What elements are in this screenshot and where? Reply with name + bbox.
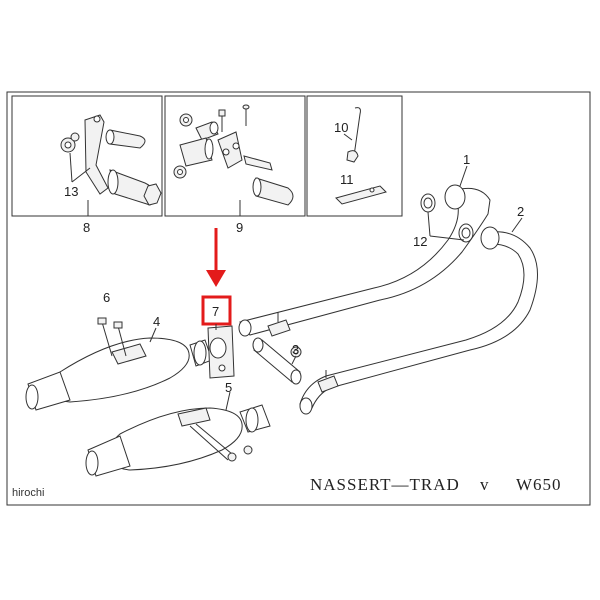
callout-7: 7 — [212, 304, 219, 319]
inset-9 — [164, 95, 306, 217]
inset-10-11 — [306, 95, 403, 217]
watermark: hirochi — [12, 487, 44, 499]
leader-lines — [149, 165, 523, 411]
callout-3: 3 — [292, 342, 299, 357]
muffler-5 — [85, 404, 271, 477]
diagram-frame — [6, 91, 591, 506]
callout-8: 8 — [83, 220, 90, 235]
exhaust-pipe-1 — [238, 184, 491, 337]
inset-8 — [11, 95, 163, 217]
callout-13: 13 — [64, 184, 78, 199]
diagram-title-code: W650 — [516, 475, 562, 494]
callout-11: 11 — [340, 172, 354, 187]
bracket-7 — [207, 325, 235, 379]
muffler-4 — [25, 337, 213, 411]
callout-10: 10 — [334, 120, 348, 135]
callout-4: 4 — [153, 314, 160, 329]
diagram-title-model: NASSERT—TRAD — [310, 475, 460, 494]
callout-12: 12 — [413, 234, 427, 249]
callout-2: 2 — [517, 204, 524, 219]
gaskets-12 — [420, 193, 474, 243]
highlight-arrow — [206, 228, 226, 287]
callout-9: 9 — [236, 220, 243, 235]
callout-5: 5 — [225, 380, 232, 395]
connector-3 — [252, 337, 302, 385]
callout-1: 1 — [463, 152, 470, 167]
bolts-6 — [97, 317, 127, 357]
callout-6: 6 — [103, 290, 110, 305]
diagram-title-variant: v — [480, 475, 490, 494]
pipe-clamps — [267, 312, 339, 393]
